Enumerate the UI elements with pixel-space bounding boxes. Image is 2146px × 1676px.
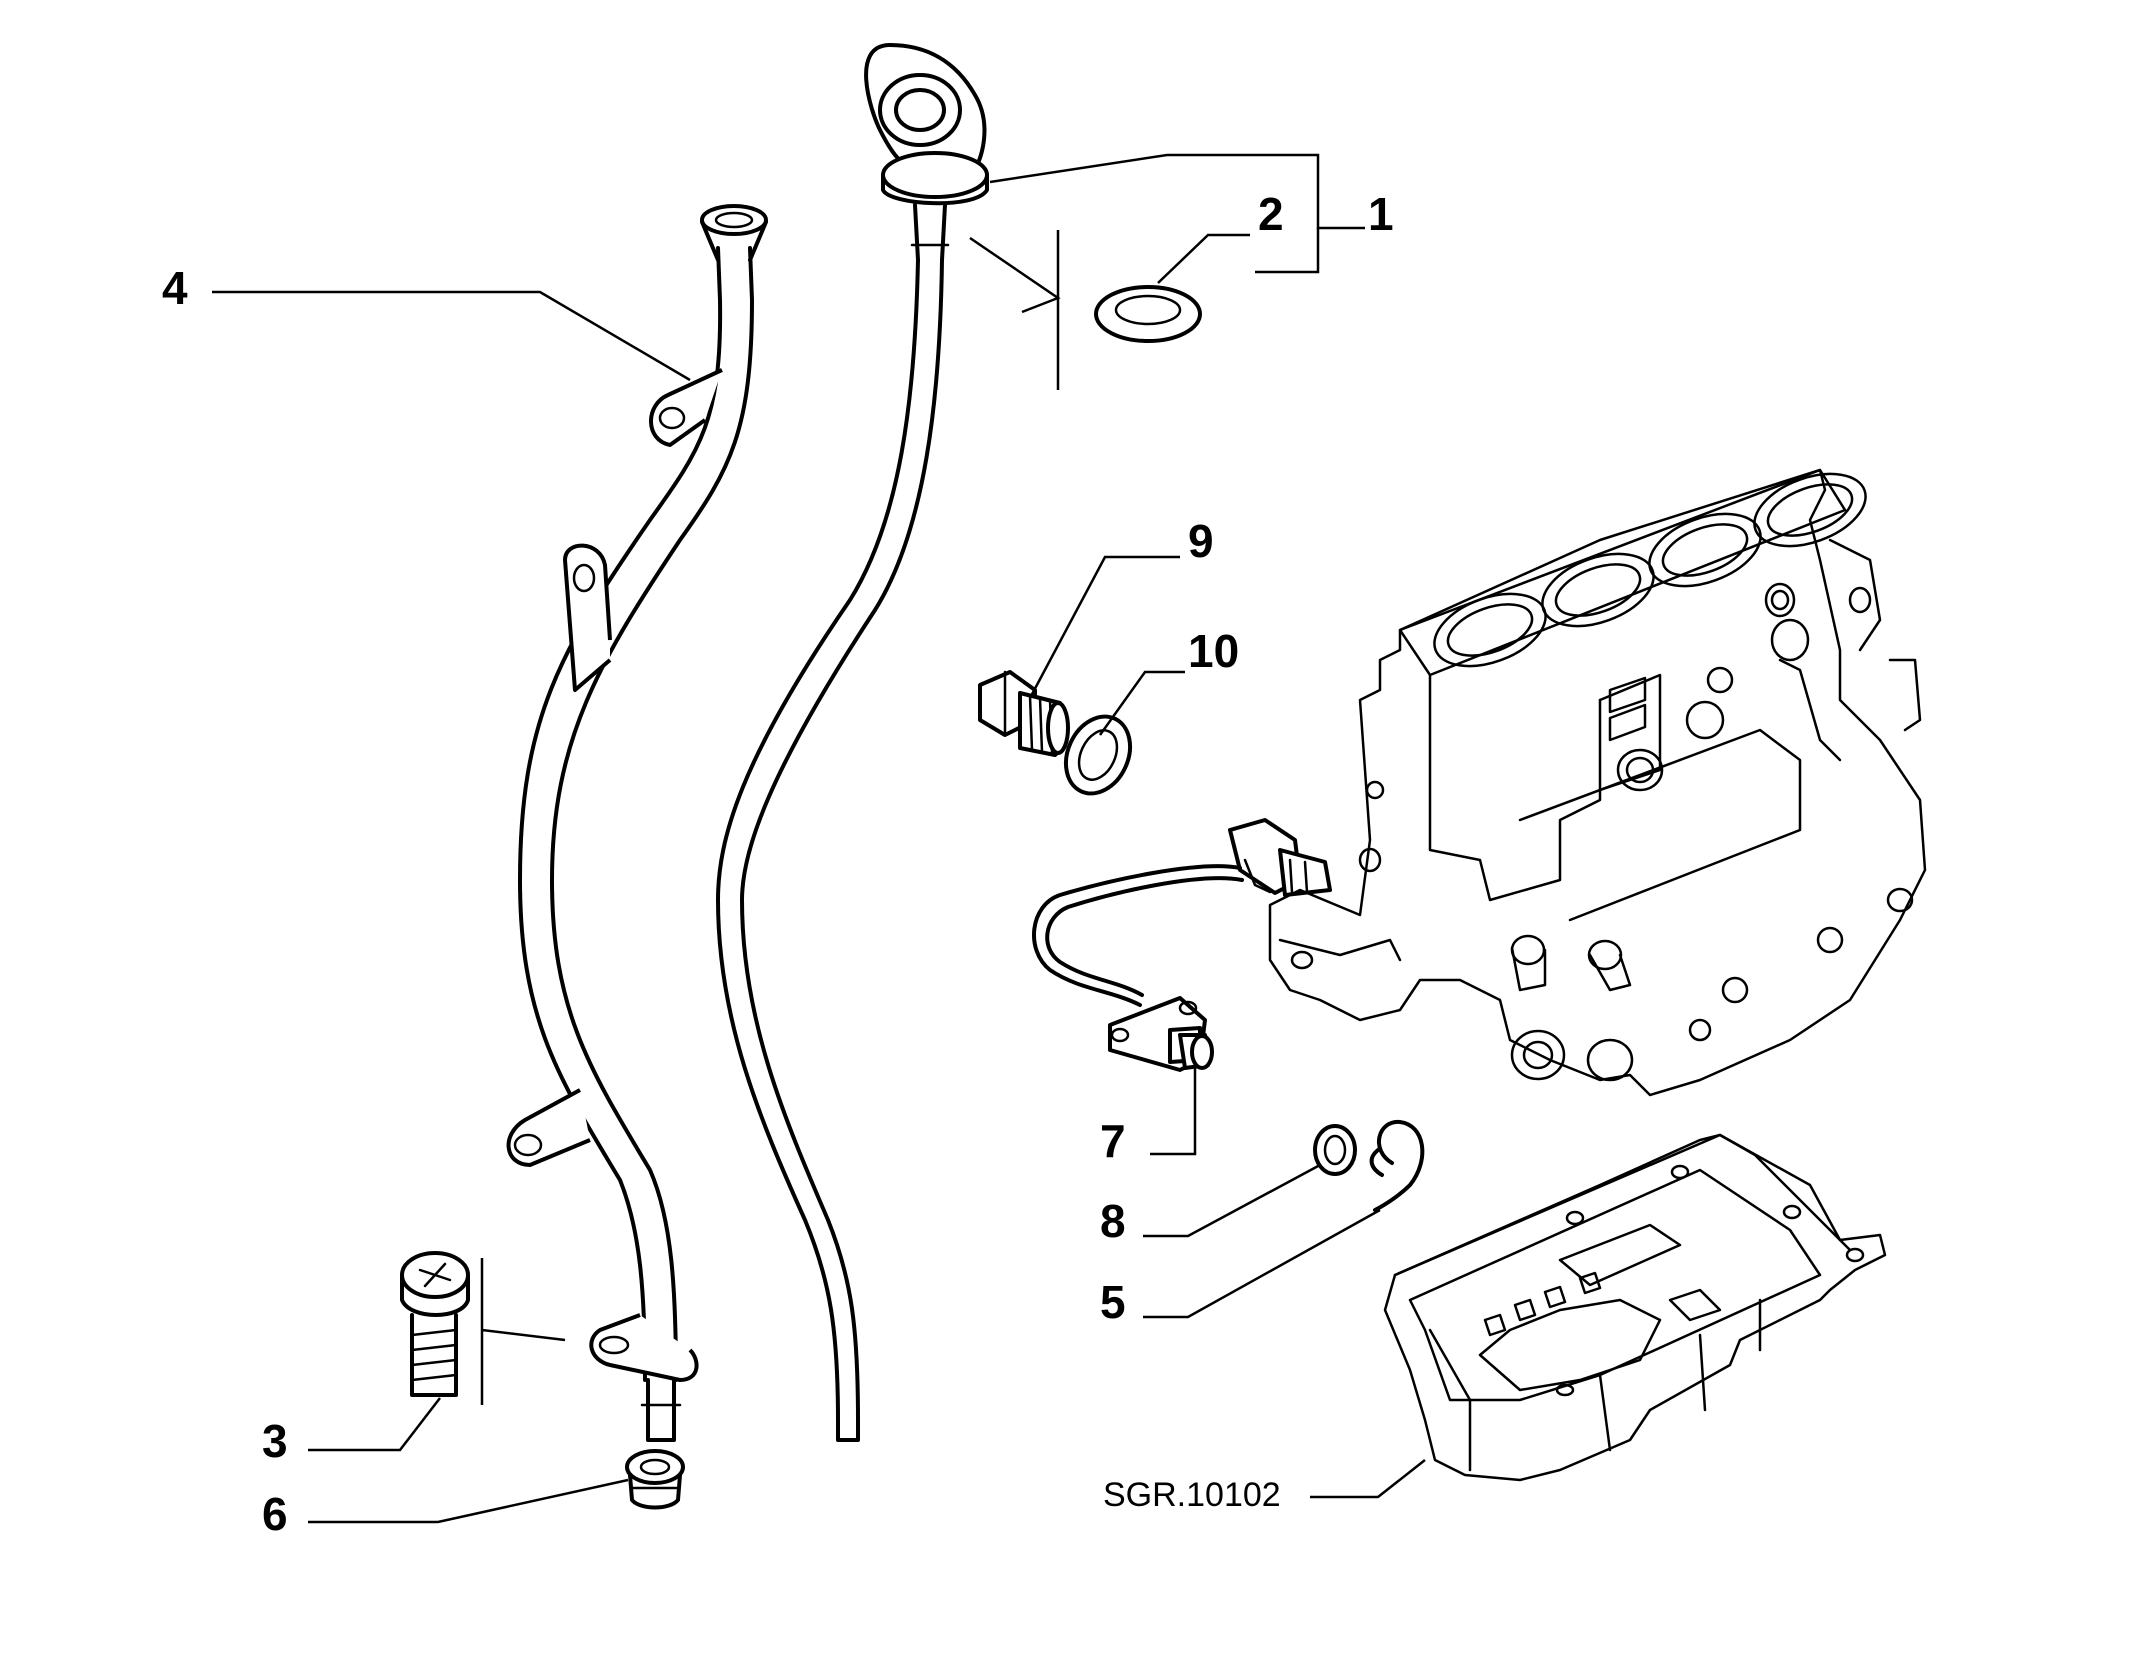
engine-block [1268,468,1927,1097]
leader-lines [212,153,1426,1524]
callout-5: 5 [1100,1276,1126,1328]
callout-3: 3 [262,1415,288,1467]
callout-10: 10 [1188,625,1239,677]
callout-8: 8 [1100,1195,1126,1247]
callout-6: 6 [262,1488,288,1540]
sensor[interactable] [1032,818,1332,1072]
screw[interactable] [400,1251,470,1397]
plug[interactable] [625,1449,685,1510]
drain-plug[interactable] [978,670,1070,757]
callout-4: 4 [162,262,188,314]
dipstick-guide-tube[interactable] [506,204,768,1442]
reference-code: SGR.10102 [1103,1476,1281,1514]
oil-dipstick[interactable] [716,43,989,1442]
callout-7: 7 [1100,1115,1126,1167]
callout-2: 2 [1258,188,1284,240]
seal-ring[interactable] [1094,285,1202,343]
washer[interactable] [1054,706,1142,804]
callout-9: 9 [1188,515,1214,567]
retaining-clip[interactable] [1369,1119,1425,1212]
oil-pan [1383,1133,1887,1482]
o-ring[interactable] [1313,1124,1357,1176]
callout-1: 1 [1368,188,1394,240]
